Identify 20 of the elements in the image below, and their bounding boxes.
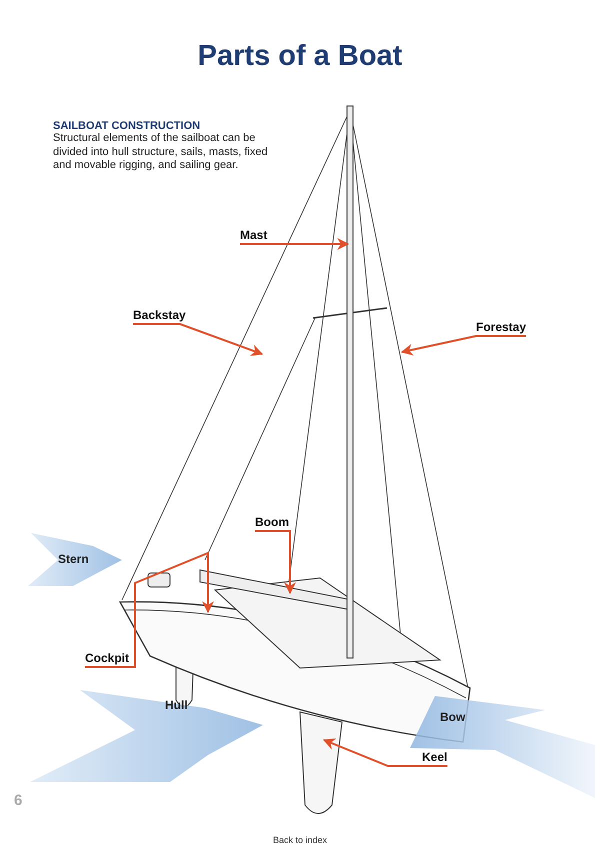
leader-line [85,552,214,668]
leader-line [400,335,526,356]
part-label: Bow [440,710,466,724]
leader-line [322,738,448,767]
leader-line [240,238,350,250]
leader-line [255,530,296,594]
part-label: Mast [240,228,268,242]
part-label: Stern [58,552,89,566]
description-text: Structural elements of the sailboat can be divided into hull structure, sails, masts, fixed and movable rigging, and sailing gear. [53,132,268,172]
title: Parts of a Boat [198,40,402,72]
leader-line [133,323,264,356]
part-label: Cockpit [85,651,130,665]
part-label: Keel [422,750,448,764]
section-heading: SAILBOAT CONSTRUCTION [53,120,200,132]
part-label: Forestay [476,320,526,334]
back-link: Back to index [272,835,328,845]
part-label: Hull [165,698,188,712]
page-number: 6 [14,792,22,809]
part-label: Boom [255,515,289,529]
part-label: Backstay [133,308,186,322]
